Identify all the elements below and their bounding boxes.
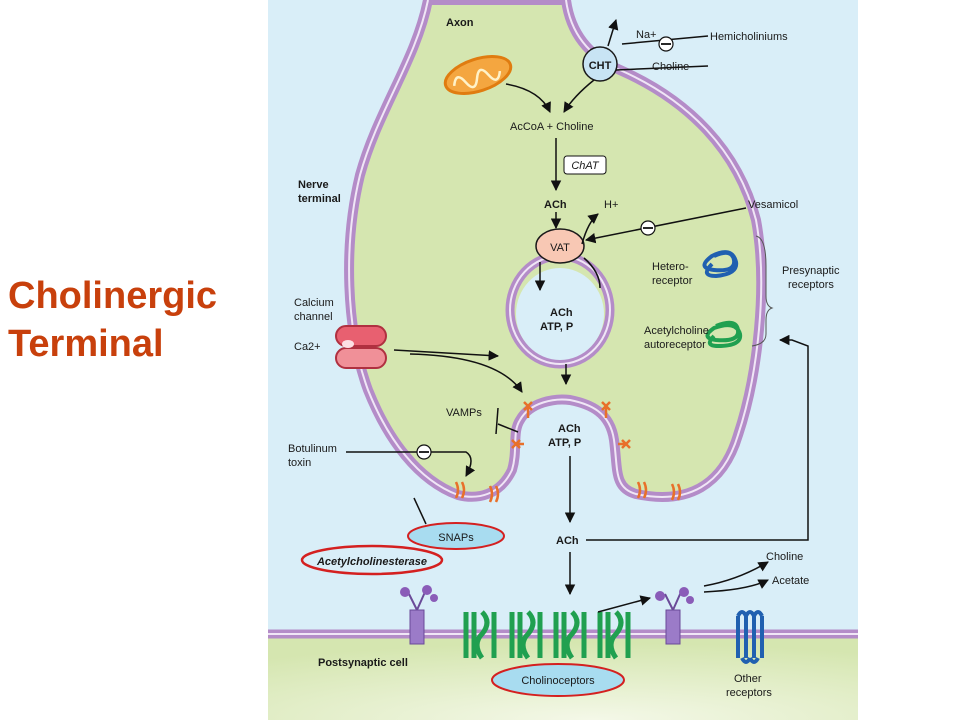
- presynaptic-bracket: [751, 235, 774, 347]
- mitochondrion-icon: [443, 55, 513, 95]
- botulinum-toxin-label-line-2: toxin: [288, 457, 311, 469]
- cht-label: CHT: [589, 60, 612, 72]
- chat-enzyme-box: [563, 155, 607, 175]
- vat-label: VAT: [550, 242, 570, 254]
- cht-transporter: [582, 46, 618, 82]
- slide-title: Cholinergic Terminal: [8, 272, 268, 368]
- cholinoceptor-1: [463, 610, 497, 660]
- vamps-label: VAMPs: [446, 407, 482, 419]
- cholinoceptor-2: [509, 610, 543, 660]
- vesicle-ach-label: ACh: [550, 307, 573, 319]
- acetate-product-label: Acetate: [772, 575, 809, 587]
- botulinum-inhibitor-icon: [416, 444, 432, 460]
- other-receptor-icon: [736, 610, 764, 664]
- other-receptors-label-line-2: receptors: [726, 687, 772, 699]
- cholinoceptors-label: Cholinoceptors: [521, 675, 595, 687]
- release-atp-p-label: ATP, P: [548, 437, 581, 449]
- vesamicol-inhibitor-icon: [640, 220, 656, 236]
- inhibition-symbols: [416, 36, 674, 460]
- nerve-terminal-label-line-1: Nerve: [298, 179, 329, 191]
- cholinoceptor-4: [597, 610, 631, 660]
- calcium-ion-label: Ca2+: [294, 341, 321, 353]
- postsynaptic-receptor-left-icon: [400, 585, 438, 645]
- other-receptors-label-line-1: Other: [734, 673, 762, 685]
- cholinergic-terminal-diagram: CHT VAT: [268, 0, 858, 720]
- slide-title-line-2: Terminal: [8, 323, 164, 365]
- cholinoceptor-3: [553, 610, 587, 660]
- nerve-terminal-label-line-2: terminal: [298, 193, 341, 205]
- acoa-choline-label: AcCoA + Choline: [510, 121, 593, 133]
- pathway-arrows: [346, 18, 809, 613]
- autoreceptor-icon: [705, 320, 743, 349]
- vesamicol-label: Vesamicol: [748, 199, 798, 211]
- heteroreceptor-label-line-1: Hetero-: [652, 261, 689, 273]
- hemicholiniums-label: Hemicholiniums: [710, 31, 788, 43]
- calcium-channel-label-line-1: Calcium: [294, 297, 334, 309]
- heteroreceptor-label-line-2: receptor: [652, 275, 693, 287]
- release-ach-label: ACh: [558, 423, 581, 435]
- ach-synthesized-label: ACh: [544, 199, 567, 211]
- presynaptic-receptors-label-line-1: Presynaptic: [782, 265, 840, 277]
- cleft-ach-label: ACh: [556, 535, 579, 547]
- postsynaptic-cell-label: Postsynaptic cell: [318, 657, 408, 669]
- heteroreceptor-icon: [702, 250, 739, 279]
- h-plus-label: H+: [604, 199, 618, 211]
- axon-label: Axon: [446, 17, 474, 29]
- acetylcholinesterase-label: Acetylcholinesterase: [316, 556, 427, 568]
- autoreceptor-label-line-1: Acetylcholine: [644, 325, 709, 337]
- snaps-label: SNAPs: [438, 532, 474, 544]
- botulinum-toxin-label-line-1: Botulinum: [288, 443, 337, 455]
- snaps-highlight: [407, 522, 505, 550]
- acetylcholinesterase-enzyme-icon: [655, 587, 694, 645]
- chat-label: ChAT: [571, 160, 600, 172]
- choline-uptake-label: Choline: [652, 61, 689, 73]
- snap-protein-icon-group: [454, 481, 682, 503]
- hemicholinium-inhibitor-icon: [658, 36, 674, 52]
- calcium-channel-icon: [335, 325, 387, 369]
- na-label: Na+: [636, 29, 657, 41]
- autoreceptor-label-line-2: autoreceptor: [644, 339, 706, 351]
- slide-title-line-1: Cholinergic: [8, 275, 218, 317]
- cholinoceptor-icon-group: [463, 610, 631, 660]
- presynaptic-receptors-label-line-2: receptors: [788, 279, 834, 291]
- choline-product-label: Choline: [766, 551, 803, 563]
- cholinoceptors-highlight: [491, 663, 625, 697]
- acetylcholinesterase-highlight: [300, 544, 444, 576]
- vamp-icon-group: [511, 401, 631, 449]
- vesicle-atp-p-label: ATP, P: [540, 321, 573, 333]
- calcium-channel-label-line-2: channel: [294, 311, 333, 323]
